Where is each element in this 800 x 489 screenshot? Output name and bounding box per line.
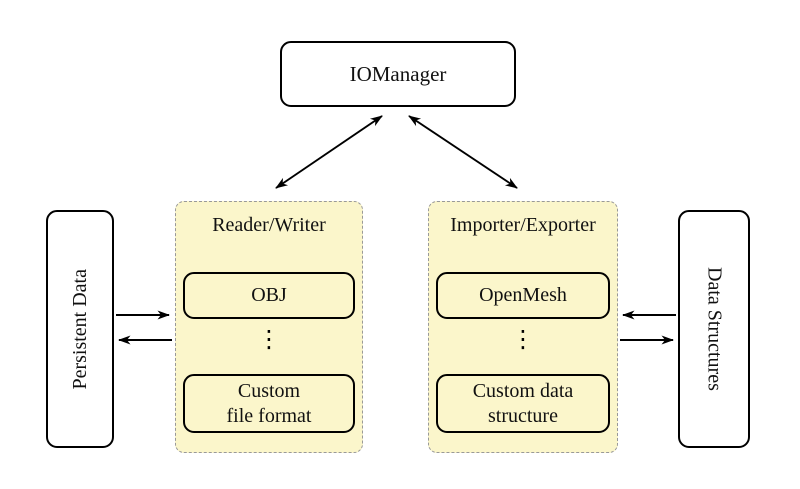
node-persistent-data: Persistent Data <box>46 210 114 448</box>
node-obj-label: OBJ <box>251 284 287 306</box>
panel-importer-exporter: Importer/Exporter OpenMesh ⋮ Custom data… <box>428 201 618 453</box>
panel-reader-writer-title: Reader/Writer <box>212 214 326 236</box>
node-custom-data-structure-line2: structure <box>488 404 558 427</box>
arrow-iomanager-readerwriter <box>275 115 383 189</box>
node-data-structures: Data Structures <box>678 210 750 448</box>
node-openmesh-label: OpenMesh <box>479 284 567 306</box>
node-iomanager: IOManager <box>280 41 516 107</box>
arrow-iomanager-importerexporter <box>408 115 518 189</box>
node-custom-data-structure-line1: Custom data <box>472 379 574 402</box>
vertical-ellipsis-icon: ⋮ <box>511 325 535 353</box>
node-custom-file-format-line1: Custom <box>237 379 301 402</box>
node-obj: OBJ <box>183 272 355 319</box>
node-custom-file-format: Custom file format <box>183 374 355 433</box>
node-custom-file-format-line2: file format <box>226 404 312 427</box>
panel-reader-writer: Reader/Writer OBJ ⋮ Custom file format <box>175 201 363 453</box>
node-data-structures-label: Data Structures <box>703 267 726 391</box>
node-iomanager-label: IOManager <box>349 61 447 86</box>
vertical-ellipsis-icon: ⋮ <box>257 325 281 353</box>
node-openmesh: OpenMesh <box>436 272 610 319</box>
node-custom-data-structure: Custom data structure <box>436 374 610 433</box>
panel-importer-exporter-title: Importer/Exporter <box>450 214 596 236</box>
node-persistent-data-label: Persistent Data <box>68 268 91 390</box>
